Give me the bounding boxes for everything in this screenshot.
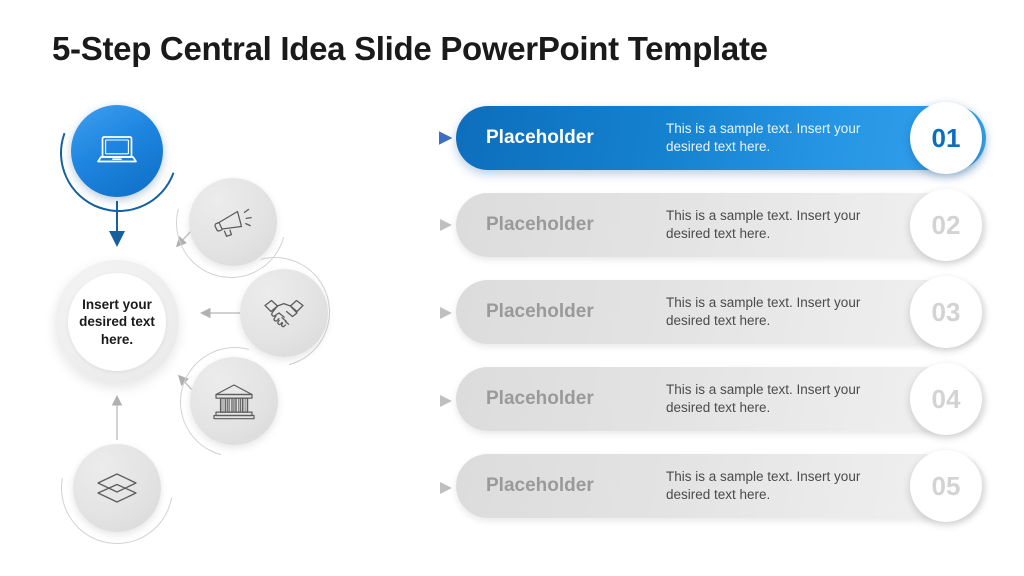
bank-icon [211,380,257,422]
step-number-badge: 04 [910,363,982,435]
diagram-node-handshake[interactable] [240,269,328,357]
step-number-badge: 02 [910,189,982,261]
layers-icon [94,471,140,505]
connector-arrows [109,131,453,494]
step-row-4[interactable]: Placeholder This is a sample text. Inser… [456,363,986,435]
megaphone-icon [211,202,255,242]
step-list: Placeholder This is a sample text. Inser… [456,102,986,541]
handshake-icon [261,296,307,330]
step-description: This is a sample text. Insert your desir… [666,120,861,154]
step-label: Placeholder [486,388,594,409]
diagram-node-bank[interactable] [190,357,278,445]
step-description: This is a sample text. Insert your desir… [666,381,861,415]
step-description: This is a sample text. Insert your desir… [666,468,861,502]
step-number-badge: 03 [910,276,982,348]
laptop-icon [94,132,140,170]
step-description: This is a sample text. Insert your desir… [666,207,861,241]
step-number-badge: 05 [910,450,982,522]
diagram-node-layers[interactable] [73,444,161,532]
central-idea-text: Insert your desired text here. [79,297,155,347]
step-description: This is a sample text. Insert your desir… [666,294,861,328]
diagram-node-megaphone[interactable] [189,178,277,266]
diagram-node-laptop[interactable] [71,105,163,197]
step-number-badge: 01 [910,102,982,174]
step-label: Placeholder [486,475,594,496]
step-label: Placeholder [486,127,594,148]
step-label: Placeholder [486,301,594,322]
central-idea-circle[interactable]: Insert your desired text here. [68,273,166,371]
step-row-5[interactable]: Placeholder This is a sample text. Inser… [456,450,986,522]
central-idea-diagram: Insert your desired text here. [0,74,460,566]
step-row-2[interactable]: Placeholder This is a sample text. Inser… [456,189,986,261]
step-row-3[interactable]: Placeholder This is a sample text. Inser… [456,276,986,348]
step-label: Placeholder [486,214,594,235]
step-row-1[interactable]: Placeholder This is a sample text. Inser… [456,102,986,174]
page-title: 5-Step Central Idea Slide PowerPoint Tem… [52,30,768,67]
